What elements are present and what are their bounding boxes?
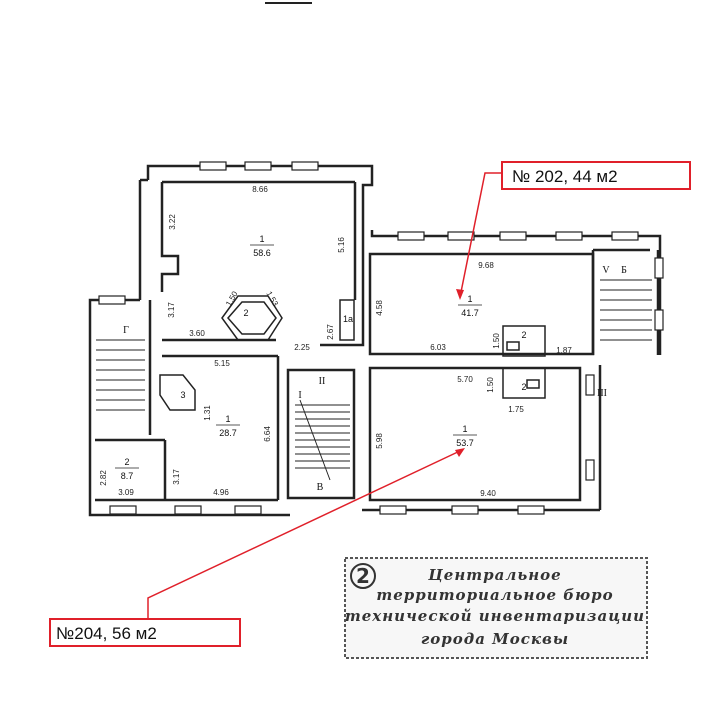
- dim-603: 6.03: [430, 343, 446, 352]
- dim-267: 2.67: [326, 324, 335, 340]
- dim-131: 1.31: [203, 405, 212, 421]
- dim-150-c: 1.50: [486, 377, 495, 393]
- stamp-line-1: Центральное: [427, 566, 561, 584]
- callout-204-box: [49, 618, 241, 647]
- dim-598: 5.98: [375, 433, 384, 449]
- room-202-area: 41.7: [461, 308, 479, 318]
- dim-150-b: 1.50: [492, 333, 501, 349]
- callout-202: № 202, 44 м2: [456, 161, 691, 300]
- marker-I: I: [298, 390, 301, 401]
- dim-150-a: 1.50: [224, 289, 240, 307]
- callout-204-text: №204, 56 м2: [56, 624, 157, 643]
- dim-225: 2.25: [294, 343, 310, 352]
- room-1-top-area: 58.6: [253, 248, 271, 258]
- dim-458: 4.58: [375, 300, 384, 316]
- callout-204-leader: [147, 449, 463, 619]
- room-2-202-num: 2: [521, 330, 526, 340]
- dim-664: 6.64: [263, 426, 272, 442]
- dim-570: 5.70: [457, 375, 473, 384]
- marker-B: Б: [621, 265, 627, 276]
- callout-204: №204, 56 м2: [49, 448, 465, 647]
- marker-V: V: [602, 265, 610, 276]
- dim-940: 9.40: [480, 489, 496, 498]
- stamp-number: 2: [356, 564, 370, 588]
- room-3-num: 3: [180, 390, 185, 400]
- callout-202-box: [501, 161, 691, 190]
- room-labels: 1 58.6 1 41.7 1 53.7 1 28.7 2 8.7 2 2 2 …: [115, 234, 527, 481]
- callout-202-leader: [459, 172, 502, 298]
- dim-360: 3.60: [189, 329, 205, 338]
- room-2-small-area: 8.7: [121, 471, 134, 481]
- stamp-frame: [344, 557, 648, 659]
- stamp-number-circle: [350, 563, 376, 589]
- dim-175: 1.75: [508, 405, 524, 414]
- dim-282: 2.82: [99, 470, 108, 486]
- room-2-octa-num: 2: [243, 308, 248, 318]
- room-202-num: 1: [467, 294, 472, 304]
- dim-515: 5.15: [214, 359, 230, 368]
- windows: [98, 161, 664, 515]
- room-1a-num: 1а: [343, 314, 353, 324]
- dim-866: 8.66: [252, 185, 268, 194]
- stamp-line-3: технической инвентаризации: [345, 607, 645, 625]
- dim-317-a: 3.17: [167, 302, 176, 318]
- marker-II: II: [319, 376, 326, 387]
- marker-V-cyr: В: [317, 482, 324, 493]
- dim-322: 3.22: [168, 214, 177, 230]
- dimension-labels: 8.66 3.22 5.16 3.17 3.60 1.50 1.53 2.67 …: [99, 185, 572, 498]
- bti-stamp: 2 Центральное территориальное бюро техни…: [344, 557, 648, 659]
- callout-202-text: № 202, 44 м2: [512, 167, 618, 186]
- walls: [88, 164, 662, 517]
- dim-187: 1.87: [556, 346, 572, 355]
- room-204-area: 53.7: [456, 438, 474, 448]
- dim-496: 4.96: [213, 488, 229, 497]
- room-1-left-num: 1: [225, 414, 230, 424]
- room-1-left-area: 28.7: [219, 428, 237, 438]
- callout-204-arrowhead: [455, 448, 465, 457]
- callout-202-arrowhead: [456, 289, 464, 300]
- dim-516: 5.16: [337, 237, 346, 253]
- marker-G: Г: [123, 325, 129, 336]
- room-1-top-num: 1: [259, 234, 264, 244]
- markers: I II III V Б Г В: [123, 265, 627, 493]
- dim-309: 3.09: [118, 488, 134, 497]
- room-2-small-num: 2: [124, 457, 129, 467]
- dim-968: 9.68: [478, 261, 494, 270]
- fixtures: [159, 295, 546, 411]
- room-204-num: 1: [462, 424, 467, 434]
- dim-317-b: 3.17: [172, 469, 181, 485]
- room-2-204-num: 2: [521, 382, 526, 392]
- stairs: [96, 279, 652, 481]
- marker-III: III: [597, 388, 607, 399]
- stamp-line-4: города Москвы: [421, 630, 569, 648]
- stamp-line-2: территориальное бюро: [376, 586, 613, 604]
